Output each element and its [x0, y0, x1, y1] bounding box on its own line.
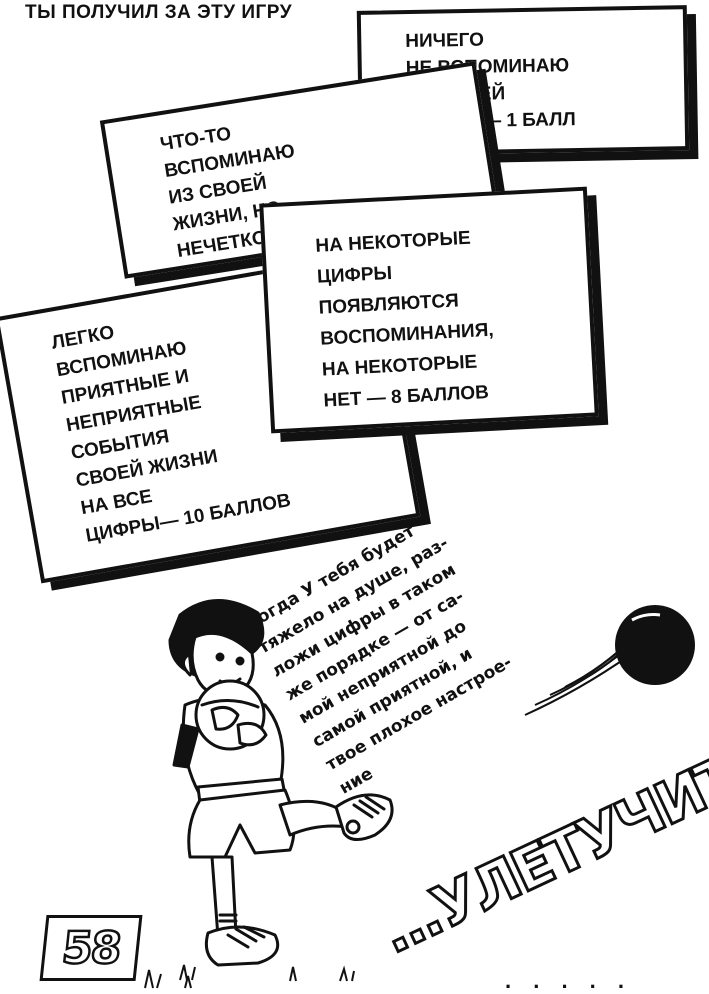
advice-text: Когда У тебя будет тяжело на душе, раз- … [240, 507, 535, 802]
ball-illustration [524, 605, 695, 716]
page-number: 58 [58, 921, 123, 975]
score-card-8-points: НА НЕКОТОРЫЕ ЦИФРЫ ПОЯВЛЯЮТСЯ ВОСПОМИНАН… [259, 186, 599, 434]
grass-decoration [144, 969, 192, 989]
page-number-box: 58 [39, 915, 143, 981]
trailing-dots: . . . . . [505, 968, 633, 993]
page-header: ТЫ ПОЛУЧИЛ ЗА ЭТУ ИГРУ [25, 2, 293, 23]
